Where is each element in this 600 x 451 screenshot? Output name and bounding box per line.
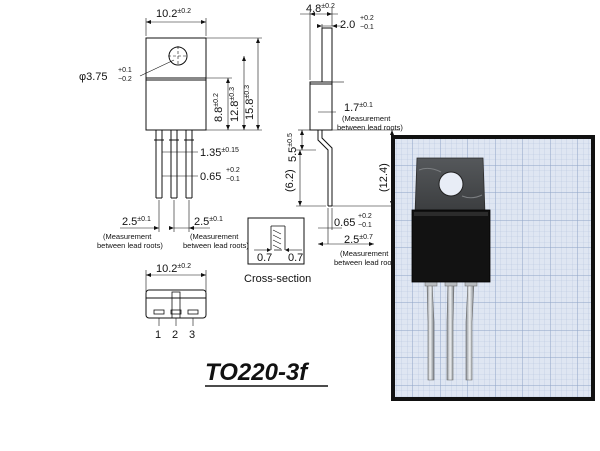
component-photo [391,135,595,401]
dim-8-8-label: 8.8±0.2 [213,93,225,122]
photo-lead-1 [426,281,435,381]
dim-0-65-label: 0.65 [334,217,355,229]
pitch-right-label: 2.5±0.1 [194,216,223,228]
cross-dim-right: 0.7 [288,252,303,264]
front-width-label: 10.2±0.2 [156,8,191,20]
hole-diameter-label: φ3.75 [79,71,108,83]
front-note-line2: between lead roots) [97,241,163,250]
lead-width-label: 1.35±0.15 [200,147,239,159]
dim-12-4-label: (12.4) [378,163,390,192]
side-labels: 4.8±0.2 2.0 +0.2 −0.1 1.7±0.1 (Measureme… [284,3,403,267]
bottom-view [145,270,207,326]
dim-0-65-tol-minus: −0.1 [358,222,372,229]
photo-body [411,209,491,283]
dim-15-8-label: 15.8±0.3 [244,85,256,120]
side-note2-line1: (Measurement [340,249,389,258]
photo-hole [438,171,464,197]
dim-2-5-label: 2.5±0.7 [344,234,373,246]
side-note2-line2: between lead roots) [334,258,400,267]
dim-2-0-tol-minus: −0.1 [360,24,374,31]
dim-12-8-label: 12.8±0.3 [229,87,241,122]
pin-1-label: 1 [155,329,161,341]
lead-thick-tol-minus: −0.1 [226,176,240,183]
dim-2-0-label: 2.0 [340,19,355,31]
pin-3-label: 3 [189,329,195,341]
side-body [309,81,333,131]
lead-thick-tol-plus: +0.2 [226,167,240,174]
pitch-left-label: 2.5±0.1 [122,216,151,228]
lead-thick-label: 0.65 [200,171,221,183]
dim-2-0-tol-plus: +0.2 [360,15,374,22]
bottom-width-label: 10.2±0.2 [156,263,191,275]
front-labels: 10.2±0.2 φ3.75 +0.1 −0.2 8.8±0.2 12.8±0.… [79,8,256,250]
cross-dim-left: 0.7 [257,252,272,264]
hole-tol-minus: −0.2 [118,76,132,83]
front-leads [154,130,194,199]
cross-section-caption: Cross-section [244,273,311,285]
front-body [145,37,207,131]
dim-4-8-label: 4.8±0.2 [306,3,335,15]
front-note2-line1: (Measurement [190,232,239,241]
side-tab [321,27,333,83]
dim-1-7-label: 1.7±0.1 [344,102,373,114]
side-lead [317,130,333,207]
photo-lead-2 [446,281,455,381]
package-title: TO220-3f [205,359,309,386]
front-view [120,18,262,232]
dim-6-2-label: (6.2) [284,169,296,192]
cross-section-labels: 0.7 0.7 Cross-section [244,252,311,285]
cross-section-view [247,217,305,265]
side-note-line2: between lead roots) [337,123,403,132]
front-note2-line2: between lead roots) [183,241,249,250]
dim-0-65-tol-plus: +0.2 [358,213,372,220]
front-note-line1: (Measurement [103,232,152,241]
dim-5-5-label: 5.5±0.5 [287,133,299,162]
side-note-line1: (Measurement [342,114,391,123]
hole-tol-plus: +0.1 [118,67,132,74]
bottom-labels: 10.2±0.2 1 2 3 [155,263,195,341]
pin-2-label: 2 [172,329,178,341]
